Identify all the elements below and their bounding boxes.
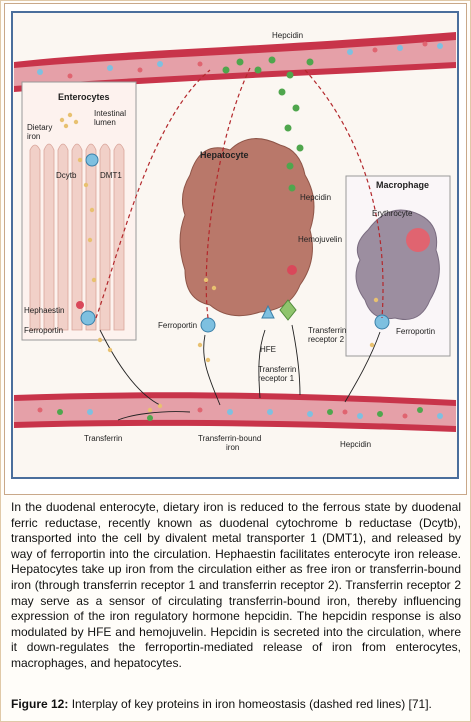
ferroportin-right-icon (374, 314, 390, 330)
label-tr1-line1: Transferrin (258, 365, 296, 374)
label-transferrin: Transferrin (84, 434, 122, 443)
top-blood-vessel (14, 32, 456, 92)
label-hepcidin-top: Hepcidin (272, 31, 303, 40)
label-dcytb: Dcytb (56, 171, 77, 180)
label-dietary-iron-line2: iron (27, 132, 40, 141)
label-tbi-line1: Transferrin-bound (198, 434, 261, 443)
dmt1-transporter-icon (85, 153, 99, 167)
label-hemojuvelin: Hemojuvelin (298, 235, 342, 244)
hepatocyte-cell (179, 138, 315, 333)
label-transferrin-bound-iron: Transferrin-bound iron (198, 434, 264, 452)
bottom-blood-vessel (14, 392, 456, 432)
iron-homeostasis-diagram: Hepcidin Enterocytes Intestinal lumen Di… (11, 11, 459, 479)
label-hepcidin-bottom: Hepcidin (340, 440, 371, 449)
label-ferroportin-right: Ferroportin (396, 327, 435, 336)
transferrin-receptor-2-icon (279, 299, 297, 321)
label-ferroportin-left: Ferroportin (24, 326, 63, 335)
label-macrophage: Macrophage (376, 180, 429, 190)
label-dietary-iron-line1: Dietary (27, 123, 52, 132)
macrophage-panel (345, 175, 451, 357)
label-hfe: HFE (260, 345, 276, 354)
hepcidin-molecules (57, 56, 423, 421)
label-enterocytes: Enterocytes (58, 92, 110, 102)
figure-description: In the duodenal enterocyte, dietary iron… (11, 500, 461, 670)
figure-caption: Figure 12: Interplay of key proteins in … (11, 697, 466, 712)
label-tbi-line2: iron (226, 443, 239, 452)
blood-cells (37, 41, 428, 419)
ferroportin-mid-icon (200, 317, 216, 333)
label-hepcidin-mid: Hepcidin (300, 193, 331, 202)
erythrocyte-icon (406, 228, 430, 252)
label-tr2-line2: receptor 2 (308, 335, 345, 344)
label-transferrin-receptor-2: Transferrin receptor 2 (308, 326, 349, 344)
figure-caption-text: Interplay of key proteins in iron homeos… (68, 697, 432, 711)
ferroportin-left-icon (80, 310, 96, 326)
hephaestin-icon (76, 301, 84, 309)
label-dietary-iron: Dietary iron (27, 123, 55, 141)
label-erythrocyte: Erythrocyte (372, 209, 413, 218)
label-intestinal-lumen-line2: lumen (94, 118, 116, 127)
transferrin-molecules (37, 43, 443, 419)
label-tr2-line1: Transferrin (308, 326, 346, 335)
label-hephaestin: Hephaestin (24, 306, 64, 315)
figure-caption-label: Figure 12: (11, 697, 69, 711)
label-intestinal-lumen: Intestinal lumen (94, 109, 128, 127)
label-dmt1: DMT1 (100, 171, 122, 180)
label-tr1-line2: receptor 1 (258, 374, 295, 383)
label-transferrin-receptor-1: Transferrin receptor 1 (258, 365, 299, 383)
iron-flow-arrows (99, 324, 381, 421)
label-hepatocyte: Hepatocyte (200, 150, 249, 160)
hfe-icon (261, 304, 275, 319)
label-intestinal-lumen-line1: Intestinal (94, 109, 126, 118)
label-ferroportin-mid: Ferroportin (158, 321, 197, 330)
hemojuvelin-icon (287, 265, 297, 275)
iron-molecules (59, 112, 379, 413)
enterocytes-panel (21, 81, 137, 341)
hepcidin-regulation-lines (95, 67, 384, 319)
